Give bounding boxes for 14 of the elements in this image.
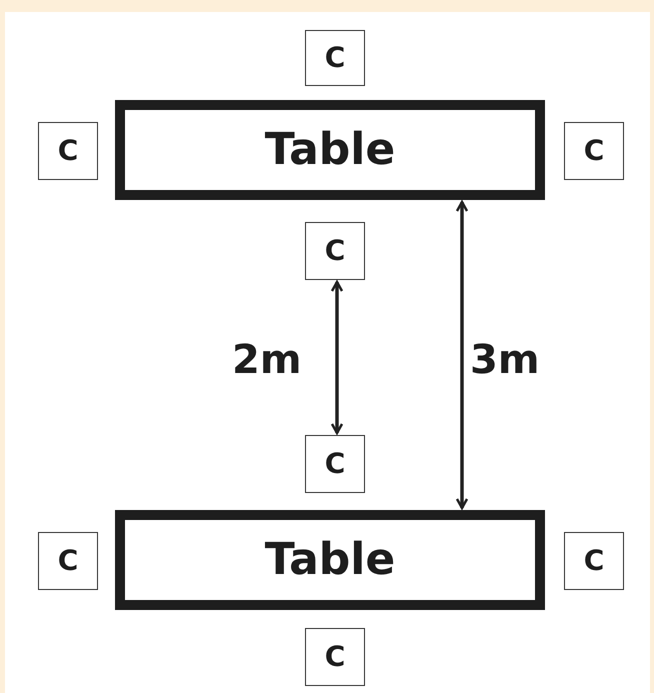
edge-label: 2m <box>232 336 302 384</box>
double-arrow <box>456 200 468 510</box>
chair-box: C <box>564 532 624 590</box>
chair-box: C <box>38 532 98 590</box>
chair-box: C <box>564 122 624 180</box>
chair-box: C <box>305 435 365 493</box>
chair-box: C <box>305 30 365 86</box>
chair-box: C <box>38 122 98 180</box>
edge-label: 3m <box>470 336 540 384</box>
table-box: Table <box>115 510 545 610</box>
chair-box: C <box>305 628 365 686</box>
chair-box: C <box>305 222 365 280</box>
double-arrow <box>330 280 344 434</box>
table-box: Table <box>115 100 545 200</box>
